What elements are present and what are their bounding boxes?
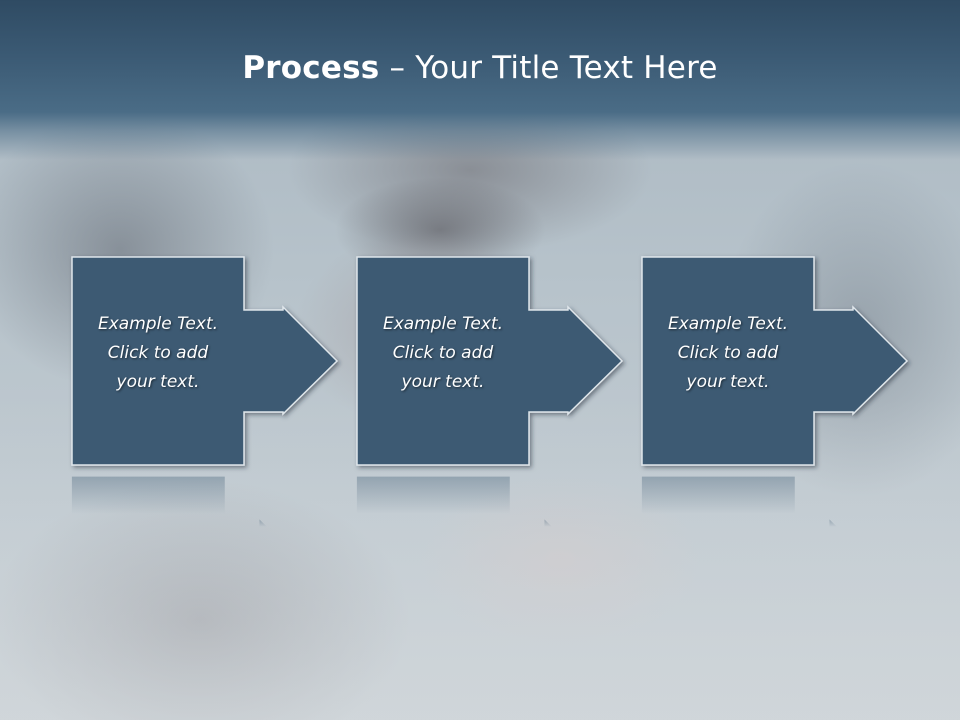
step-text-line-2: Click to add [107,343,209,363]
step-text-line-2: Click to add [392,343,494,363]
title-band [0,0,960,160]
step-text-line-2: Click to add [677,343,779,363]
process-step-2[interactable]: Example Text. Click to add your text. [356,255,624,467]
step-text: Example Text. Click to add your text. [643,310,813,397]
step-text-line-1: Example Text. [97,314,219,334]
step-text: Example Text. Click to add your text. [73,310,243,397]
arrow-box-shape [641,256,909,466]
title-bold-word: Process [242,50,380,86]
step-text-line-3: your text. [686,372,770,392]
arrow-box-shape [356,256,624,466]
step-text-line-3: your text. [401,372,485,392]
step-text: Example Text. Click to add your text. [358,310,528,397]
slide-title[interactable]: Process – Your Title Text Here [0,50,960,86]
process-step-1[interactable]: Example Text. Click to add your text. [71,255,339,467]
arrow-box-shape [71,256,339,466]
step-text-line-1: Example Text. [667,314,789,334]
step-text-line-3: your text. [116,372,200,392]
process-step-3[interactable]: Example Text. Click to add your text. [641,255,909,467]
title-rest: – Your Title Text Here [379,50,718,86]
step-text-line-1: Example Text. [382,314,504,334]
